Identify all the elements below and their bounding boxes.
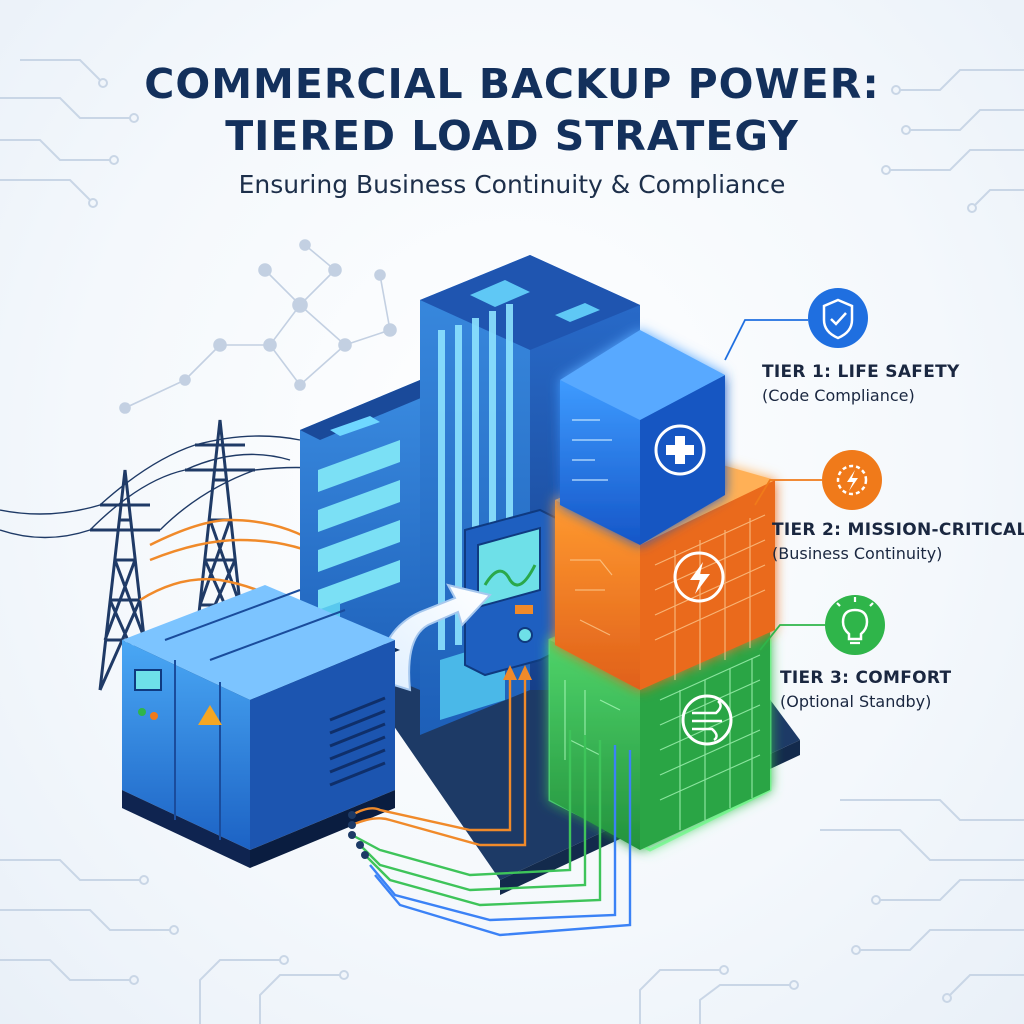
network-graph-decoration: [119, 239, 397, 414]
page-title-line-2: TIERED LOAD STRATEGY: [225, 112, 799, 160]
power-lines: [0, 435, 331, 539]
tier-1-label: TIER 1: LIFE SAFETY (Code Compliance): [762, 362, 960, 405]
circuit-traces-background: [0, 59, 1024, 1024]
tier-2-description: (Business Continuity): [772, 544, 943, 563]
tier-1-description: (Code Compliance): [762, 386, 915, 405]
warning-icon: [198, 705, 222, 725]
automatic-transfer-switch-panel: [464, 508, 561, 677]
tier-3-icon: [825, 595, 885, 655]
tier-2-icon: [822, 450, 882, 510]
shield-check-icon: [822, 298, 854, 340]
backup-generator: [122, 585, 400, 868]
tier-3-name: TIER 3: COMFORT: [780, 668, 952, 688]
tier-2-name: TIER 2: MISSION-CRITICAL: [772, 520, 1024, 540]
lightning-bolt-icon: [690, 562, 710, 594]
page-title-line-1: COMMERCIAL BACKUP POWER:: [144, 60, 880, 108]
tier-2-label: TIER 2: MISSION-CRITICAL (Business Conti…: [772, 520, 1024, 563]
tier-1-icon: [808, 288, 868, 348]
tier-leader-lines: [724, 319, 825, 651]
medical-cross-icon: [666, 436, 694, 464]
transmission-tower-icon: [90, 419, 255, 691]
page-subtitle: Ensuring Business Continuity & Complianc…: [238, 170, 786, 199]
tier-1-icon-badge: [654, 424, 706, 476]
tier-3-label: TIER 3: COMFORT (Optional Standby): [780, 668, 951, 711]
generator-output-wires: [351, 680, 632, 937]
tier-3-icon-badge: [681, 694, 733, 746]
gear-icon: [836, 464, 868, 496]
wind-icon: [692, 700, 722, 742]
tier-2-icon-badge: [673, 551, 725, 603]
lightbulb-icon: [841, 608, 869, 641]
tier-3-description: (Optional Standby): [780, 692, 932, 711]
tier-1-name: TIER 1: LIFE SAFETY: [762, 362, 960, 382]
